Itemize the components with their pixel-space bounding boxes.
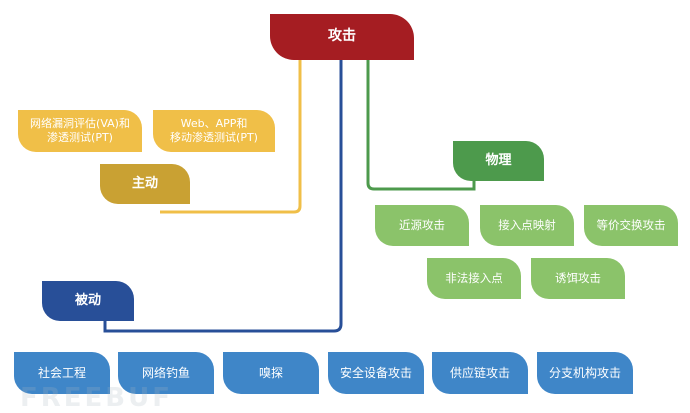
active-leaf-web-app-pt: Web、APP和 移动渗透测试(PT) bbox=[153, 110, 275, 152]
physical-leaf-access-point-mapping: 接入点映射 bbox=[480, 205, 574, 246]
physical-node: 物理 bbox=[453, 141, 544, 181]
physical-leaf-near-source-attack: 近源攻击 bbox=[375, 205, 469, 246]
passive-leaf-social-engineering: 社会工程 bbox=[14, 352, 110, 394]
active-leaf-va-pt: 网络漏洞评估(VA)和 渗透测试(PT) bbox=[18, 110, 142, 152]
passive-leaf-branch-office-attack: 分支机构攻击 bbox=[537, 352, 633, 394]
active-node: 主动 bbox=[100, 164, 190, 204]
watermark-text: FREEBUF bbox=[20, 383, 173, 413]
passive-leaf-sniffing: 嗅探 bbox=[223, 352, 319, 394]
passive-node: 被动 bbox=[42, 281, 134, 321]
physical-leaf-equivalent-exchange-attack: 等价交换攻击 bbox=[584, 205, 678, 246]
physical-leaf-bait-attack: 诱饵攻击 bbox=[531, 258, 625, 299]
connector-root-active bbox=[160, 60, 302, 214]
passive-leaf-phishing: 网络钓鱼 bbox=[118, 352, 214, 394]
connector-root-passive bbox=[103, 60, 343, 333]
root-node-attack: 攻击 bbox=[270, 14, 414, 60]
passive-leaf-security-device-attack: 安全设备攻击 bbox=[328, 352, 424, 394]
passive-leaf-supply-chain-attack: 供应链攻击 bbox=[432, 352, 528, 394]
physical-leaf-rogue-access-point: 非法接入点 bbox=[427, 258, 521, 299]
connector-root-physical bbox=[366, 60, 476, 191]
